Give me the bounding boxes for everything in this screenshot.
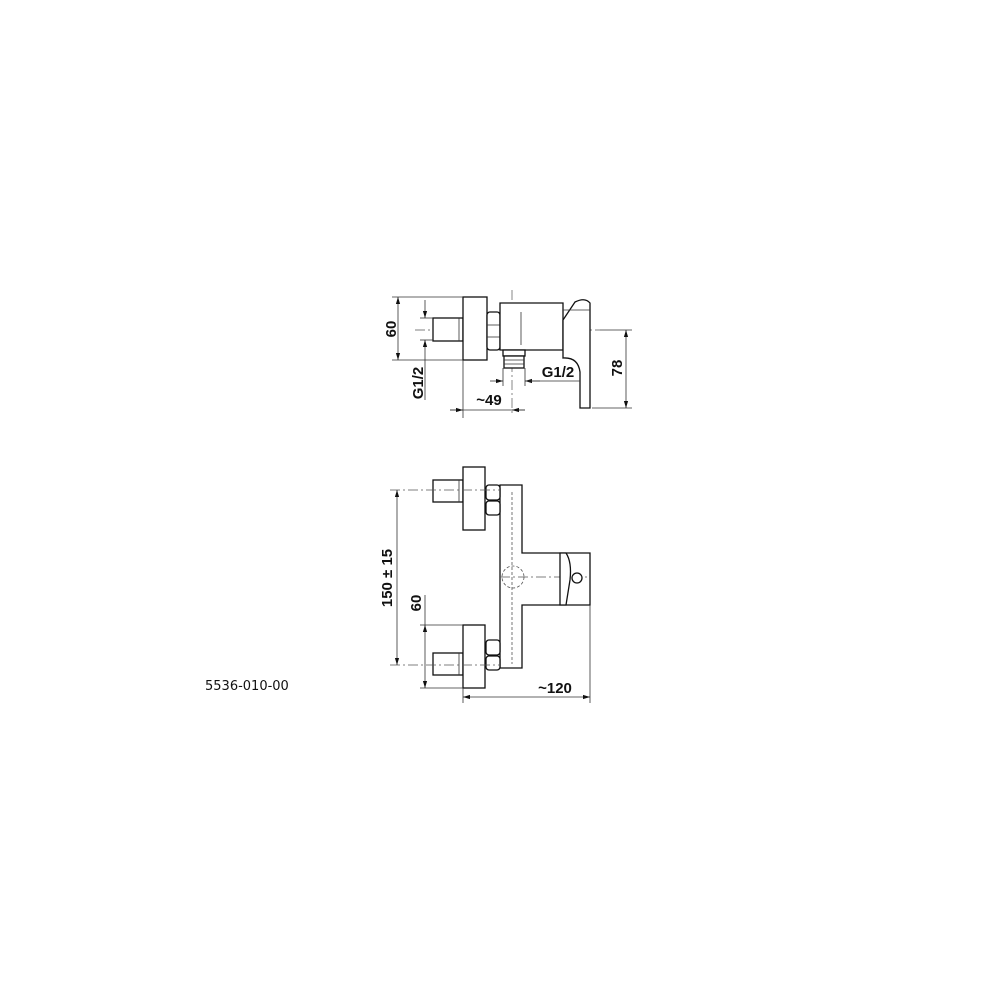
part-number: 5536-010-00 [205,679,289,694]
upper-connection [390,466,501,531]
dim-flange-height-label: 60 [408,595,425,612]
lever-pin [571,572,583,584]
mixer-body [499,302,564,351]
dim-depth-label: ~49 [476,392,501,409]
outlet-hidden [501,565,525,589]
wall-flange [462,296,488,361]
front-view: 150 ± 15 60 ~120 [379,466,591,703]
nut [486,311,501,351]
inlet-pipe [432,317,464,342]
dim-thread-outlet-label: G1/2 [542,364,575,381]
lever-front [559,552,572,606]
dim-center-distance-label: 150 ± 15 [379,549,396,607]
side-view: 60 G1/2 ~49 G1/2 78 [383,290,632,418]
dim-height-label: 60 [383,321,400,338]
outlet-thread [503,355,525,369]
dim-width-label: ~120 [538,680,572,697]
lower-connection [390,624,501,689]
dim-thread-inlet-label: G1/2 [410,367,427,400]
lever [562,299,591,409]
outlet [502,349,526,357]
dim-lever-drop-label: 78 [609,360,626,377]
